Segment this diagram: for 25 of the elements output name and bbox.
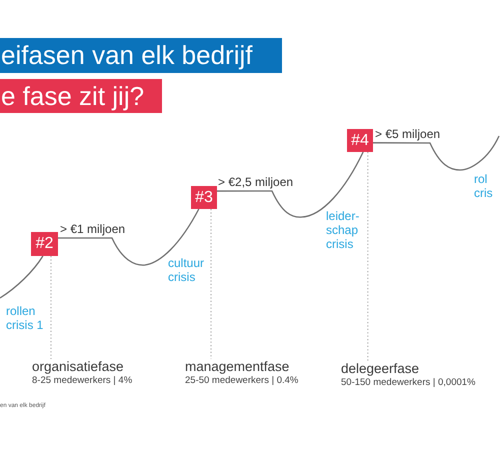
phase-number-badge: #3 — [191, 186, 217, 209]
phase-details: 25-50 medewerkers | 0.4% — [185, 375, 298, 387]
crisis-label: rollen crisis 1 — [6, 304, 44, 332]
growth-curve — [217, 152, 364, 218]
crisis-label: cultuur crisis — [168, 256, 206, 284]
revenue-label: > €1 miljoen — [60, 222, 126, 236]
dotted-line — [50, 256, 52, 360]
growth-curve — [0, 256, 44, 299]
phase-details: 8-25 medewerkers | 4% — [32, 375, 132, 387]
revenue-label: > €5 miljoen — [375, 126, 440, 140]
growth-curve — [373, 136, 500, 171]
phase-title: managementfase — [185, 359, 290, 375]
phase-number-badge: #4 — [347, 129, 373, 152]
revenue-label: > €2,5 miljoen — [218, 174, 294, 188]
growth-curve — [58, 208, 200, 266]
phase-number-badge: #2 — [31, 232, 58, 256]
heading-banner: e fase zit jij? — [0, 79, 162, 113]
crisis-label: rol cris — [474, 172, 494, 200]
phase-title: delegeerfase — [341, 361, 420, 377]
phase-details: 50-150 medewerkers | 0,0001% — [341, 377, 476, 389]
dotted-line — [367, 152, 368, 362]
heading-banner: eifasen van elk bedrijf — [0, 38, 282, 73]
phase-title: organisatiefase — [32, 359, 125, 375]
dotted-line — [210, 208, 212, 360]
crisis-label: leider- schap crisis — [326, 209, 360, 251]
